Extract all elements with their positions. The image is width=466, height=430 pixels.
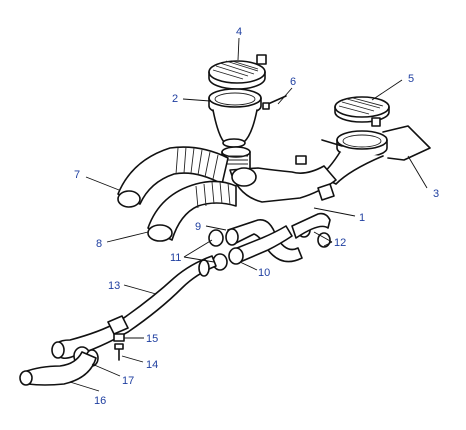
callout-17: 17 bbox=[122, 375, 134, 387]
callout-11: 11 bbox=[170, 252, 181, 264]
part-7-bellows-hose bbox=[117, 146, 229, 208]
callout-3: 3 bbox=[433, 188, 439, 200]
callout-7: 7 bbox=[74, 169, 80, 181]
part-2-funnel-adaptor bbox=[208, 88, 262, 148]
callout-9: 9 bbox=[195, 221, 201, 233]
callout-2: 2 bbox=[172, 93, 178, 105]
part-10-hose-connector bbox=[228, 225, 293, 265]
leader-lines bbox=[69, 37, 428, 392]
part-8-bellows-hose bbox=[147, 180, 237, 242]
callout-12: 12 bbox=[334, 237, 346, 249]
part-13-long-pipe bbox=[51, 255, 217, 360]
part-14-screw bbox=[114, 343, 124, 361]
part-15-clip bbox=[113, 333, 125, 342]
part-1-y-duct bbox=[221, 146, 337, 203]
callout-6: 6 bbox=[290, 76, 296, 88]
callout-1: 1 bbox=[359, 212, 365, 224]
part-6-screw bbox=[262, 95, 287, 110]
callout-4: 4 bbox=[236, 26, 242, 38]
callout-15: 15 bbox=[146, 333, 158, 345]
callout-14: 14 bbox=[146, 359, 158, 371]
part-3-adaptor-flange bbox=[319, 125, 431, 185]
callout-16: 16 bbox=[94, 395, 106, 407]
part-4-grille-cover bbox=[208, 54, 267, 90]
part-12-hose-clips bbox=[291, 212, 331, 248]
callout-5: 5 bbox=[408, 73, 414, 85]
callout-10: 10 bbox=[258, 267, 270, 279]
callout-8: 8 bbox=[96, 238, 102, 250]
callout-labels: 4 2 3 5 6 7 8 1 9 10 11 12 13 14 15 16 1… bbox=[74, 26, 439, 407]
callout-13: 13 bbox=[108, 280, 120, 292]
part-16-end-elbow bbox=[19, 351, 97, 386]
part-5-grille-cover bbox=[334, 96, 390, 127]
